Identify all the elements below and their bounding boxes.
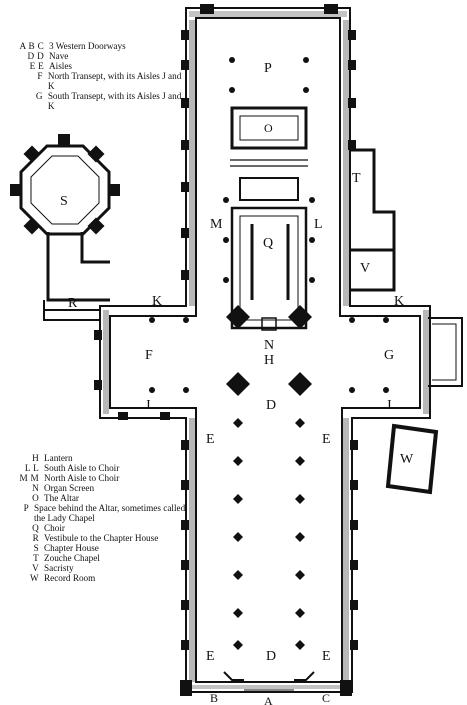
label-E-north-west: E [206,649,215,664]
label-K-north: K [152,294,162,309]
legend-entry: A B C 3 Western Doorways [4,41,186,51]
legend-description: Sacristy [44,563,74,573]
label-T: T [352,171,361,186]
legend-entry: R Vestibule to the Chapter House [4,533,187,543]
legend-entry: T Zouche Chapel [4,553,187,563]
legend-key: A B C [19,41,44,51]
label-M: M [210,217,223,232]
label-W: W [400,452,414,467]
legend-key: Q [32,523,39,533]
legend-key: F [37,71,43,81]
legend-entry: H Lantern [4,453,187,463]
legend-entry: M M North Aisle to Choir [4,473,187,483]
label-E-south-west: E [322,649,331,664]
legend-entry: P Space behind the Altar, sometimes calle… [4,503,187,523]
buttresses [94,4,358,696]
legend-key: G [35,91,43,101]
legend-description: Record Room [44,573,96,583]
legend-key: E E [29,61,44,71]
label-S: S [60,194,68,209]
legend-description: North Aisle to Choir [44,473,120,483]
legend-description: Choir [44,523,65,533]
legend-entry: G South Transept, with its Aisles J and K [4,91,186,111]
plan-labels: P O T S M L Q V R K K N H F G J J D E E … [60,61,414,705]
legend-key: O [32,493,39,503]
chapter-house [10,134,120,321]
legend-entry: S Chapter House [4,543,187,553]
legend-key: L L [24,463,39,473]
legend-entry: W Record Room [4,573,187,583]
legend-description: 3 Western Doorways [49,41,126,51]
legend-key: H [32,453,39,463]
legend-description: Zouche Chapel [44,553,100,563]
label-C: C [322,691,330,705]
legend-description: North Transept, with its Aisles J and K [47,71,182,91]
label-D-lower: D [266,649,276,664]
record-room [385,317,463,495]
legend-entry: O The Altar [4,493,187,503]
legend-description: Nave [49,51,69,61]
label-P: P [264,61,272,76]
label-L: L [314,217,323,232]
legend-key: P [23,503,29,513]
legend-key: V [32,563,39,573]
legend-description: Aisles [49,61,72,71]
legend-key: M M [19,473,39,483]
wall-hatching [103,11,429,689]
label-G: G [384,348,394,363]
legend-entry: Q Choir [4,523,187,533]
legend-key: D D [27,51,44,61]
legend-entry: N Organ Screen [4,483,187,493]
legend-description: The Altar [44,493,79,503]
legend-entry: D D Nave [4,51,186,61]
legend-entry: L L South Aisle to Choir [4,463,187,473]
legend-description: South Transept, with its Aisles J and K [47,91,182,111]
legend-description: Organ Screen [44,483,95,493]
label-K-south: K [394,294,404,309]
piers [149,57,389,650]
label-N: N [264,338,274,353]
label-H: H [264,353,274,368]
legend-key: N [32,483,39,493]
label-D-upper: D [266,398,276,413]
legend-description: Space behind the Altar, sometimes called… [34,503,186,523]
legend-key: S [33,543,39,553]
label-V: V [360,261,370,276]
legend-key: T [33,553,39,563]
label-F: F [145,348,153,363]
legend-key: W [30,573,39,583]
label-E-north: E [206,432,215,447]
legend-description: South Aisle to Choir [44,463,120,473]
legend-key: R [32,533,39,543]
label-Q: Q [263,236,273,251]
label-R: R [68,296,78,311]
legend-description: Lantern [44,453,73,463]
legend-entry: F North Transept, with its Aisles J and K [4,71,186,91]
zouche-sacristy-block [350,148,396,292]
label-B: B [210,691,218,705]
label-A: A [264,694,273,705]
legend-description: Chapter House [44,543,99,553]
legend-entry: V Sacristy [4,563,187,573]
legend-bottom: H Lantern L L South Aisle to Choir M M North … [4,453,187,583]
west-doorways [223,671,315,691]
legend-description: Vestibule to the Chapter House [44,533,159,543]
choir-enclosure [230,106,308,331]
label-J-north: J [145,398,151,413]
legend-entry: E E Aisles [4,61,186,71]
label-O: O [264,121,273,135]
label-J-south: J [386,398,392,413]
label-E-south: E [322,432,331,447]
